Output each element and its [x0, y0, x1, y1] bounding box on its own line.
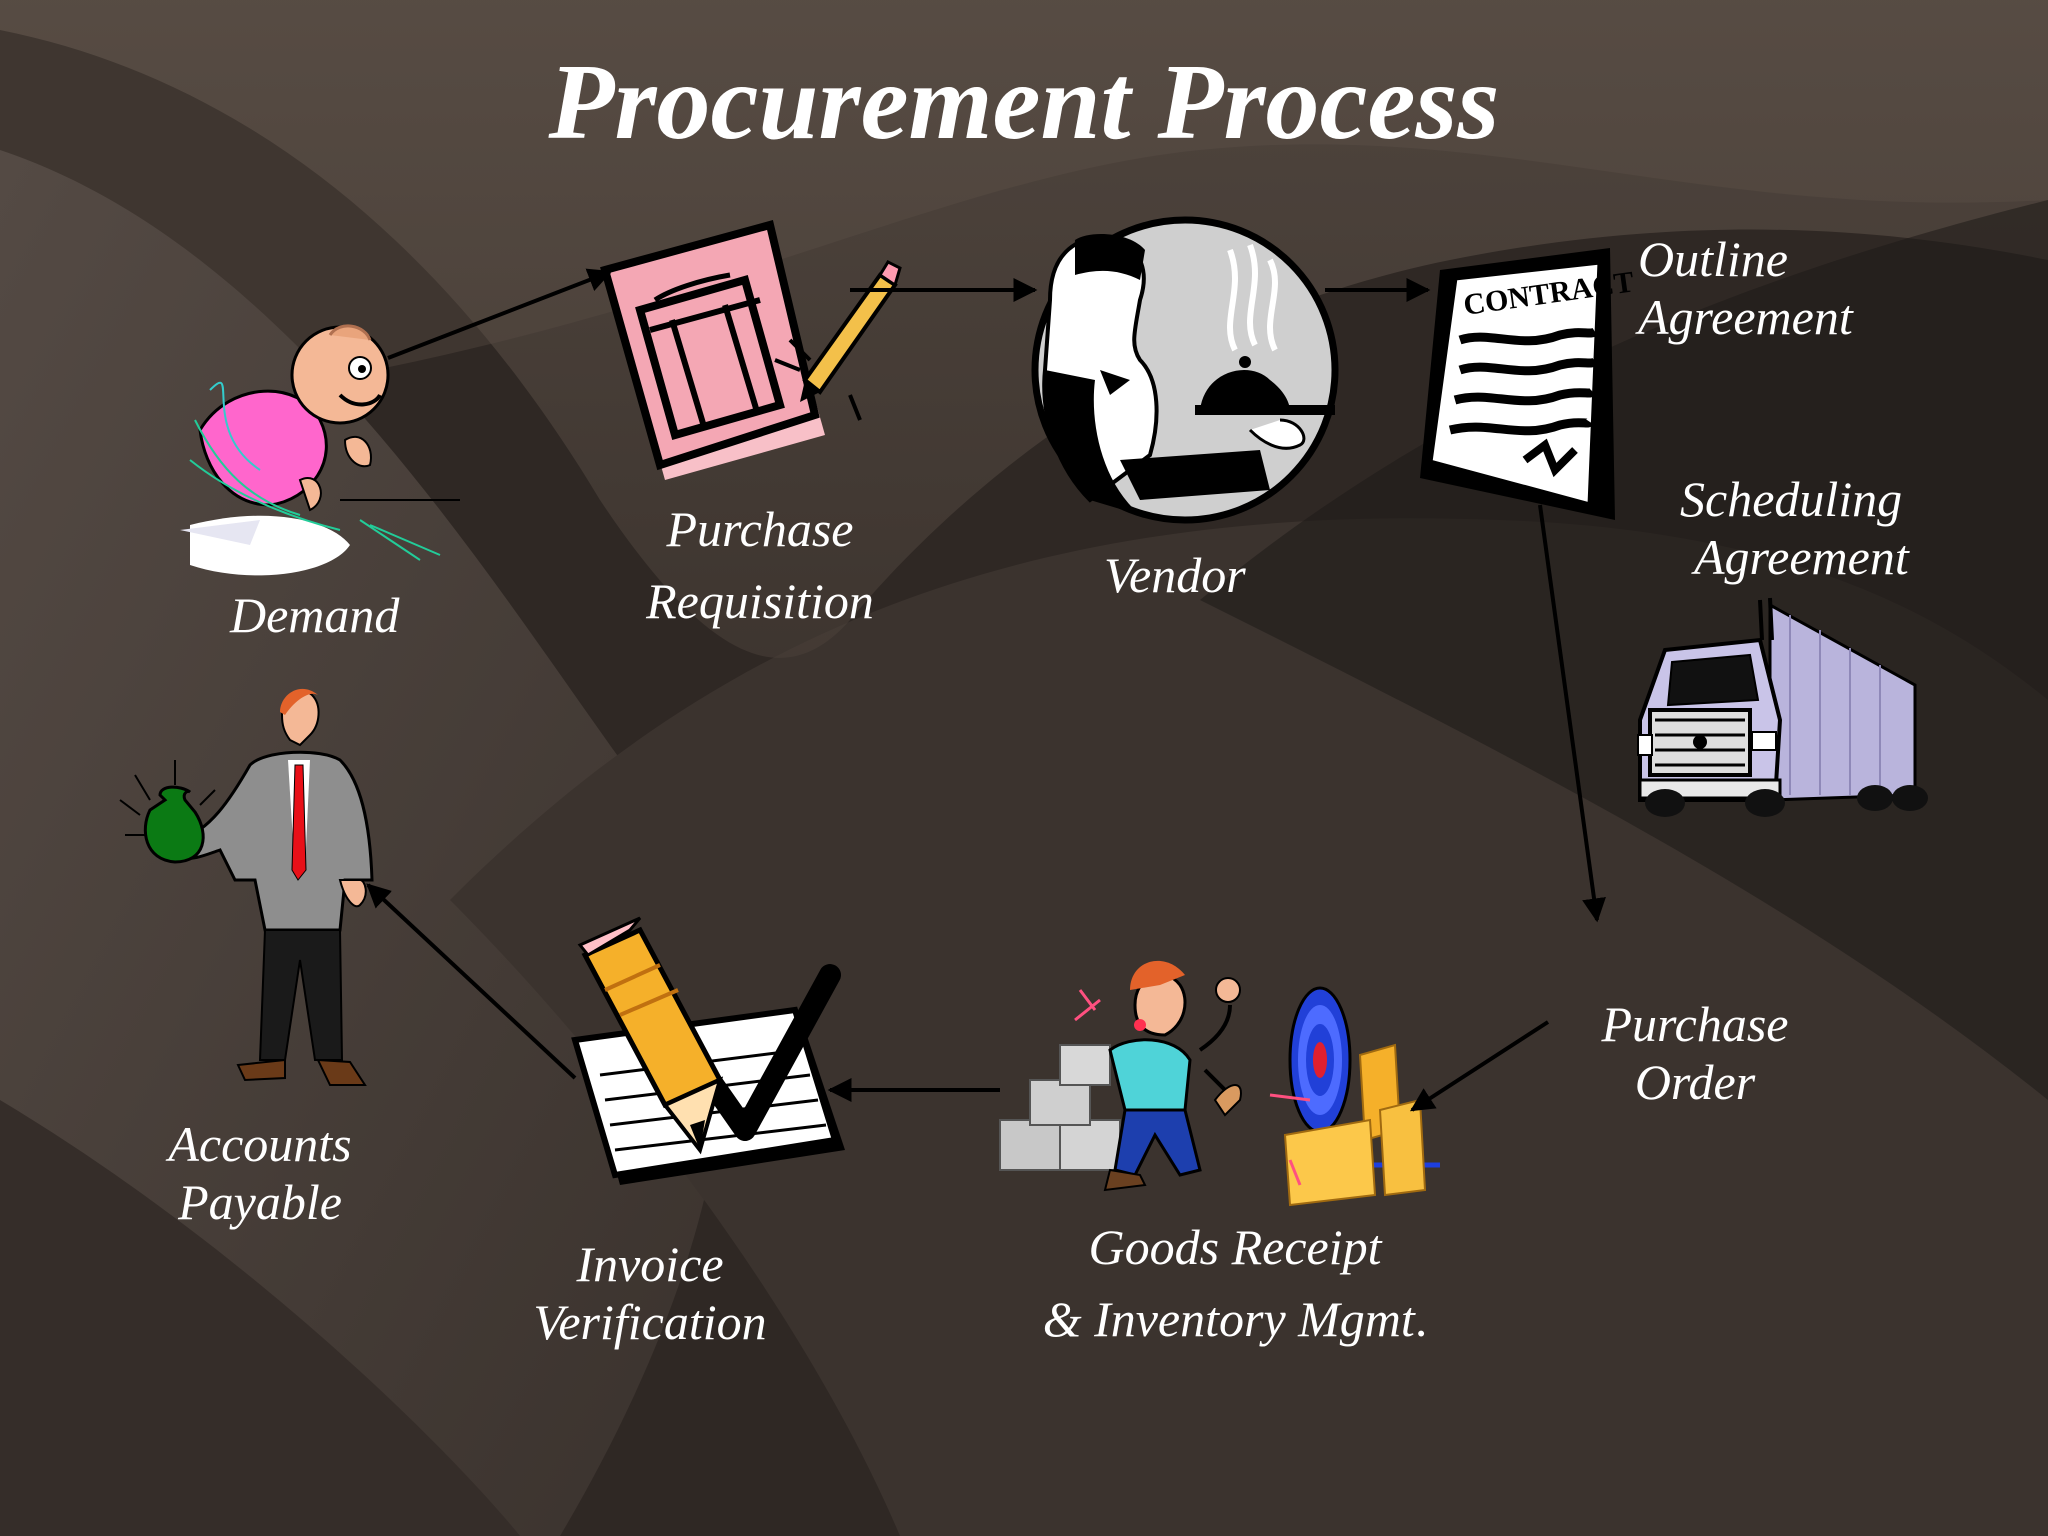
node-invoice-verification-label: Invoice Verification	[510, 1235, 790, 1351]
label-suffix: .	[1414, 1291, 1428, 1347]
node-accounts-payable-label: Accounts Payable	[140, 1115, 380, 1231]
requisition-form-icon	[600, 220, 902, 480]
checkmark-document-icon	[571, 916, 845, 1185]
node-vendor-label: Vendor	[1104, 547, 1246, 603]
label-line: Verification	[533, 1294, 767, 1350]
label-line: Scheduling	[1680, 471, 1903, 527]
contract-document-icon: CONTRACT	[1420, 248, 1636, 520]
node-demand-label: Demand	[230, 587, 400, 643]
node-purchase-order-label: Purchase Order	[1570, 995, 1820, 1111]
label-line: Agreement	[1638, 289, 1853, 345]
label-line: Agreement	[1694, 529, 1909, 585]
label-text: & Inventory Mgmt	[1042, 1291, 1415, 1347]
thinking-man-icon	[180, 324, 460, 576]
arrow-contract-to-purchase-order	[1538, 504, 1606, 923]
waiter-serving-icon	[1031, 216, 1339, 524]
label-line: Purchase	[666, 501, 854, 557]
label-line: & Inventory Mgmt.	[1010, 1290, 1460, 1348]
arrow-invoice-to-payable	[366, 883, 577, 1080]
arrow-demand-to-requisition	[387, 268, 613, 360]
node-outline-agreement-label: Outline Agreement	[1638, 230, 1853, 346]
businessman-money-bag-icon	[119, 688, 374, 1086]
label-line: Purchase	[1601, 996, 1789, 1052]
warehouse-worker-icon	[999, 960, 1440, 1207]
page-title: Procurement Process	[548, 43, 1500, 162]
label-line: Outline	[1638, 231, 1788, 287]
node-scheduling-agreement-label: Scheduling Agreement	[1680, 470, 1909, 586]
label-line: Payable	[178, 1174, 342, 1230]
arrow-order-to-goods-receipt	[1409, 1020, 1550, 1112]
node-goods-receipt-label: Goods Receipt & Inventory Mgmt.	[1010, 1218, 1460, 1348]
label-line: Goods Receipt	[1088, 1219, 1382, 1275]
node-purchase-requisition-label: Purchase Requisition	[620, 500, 900, 630]
label-line: Accounts	[168, 1116, 352, 1172]
label-line: Invoice	[576, 1236, 724, 1292]
label-line: Requisition	[646, 573, 874, 629]
label-line: Order	[1634, 1054, 1756, 1110]
delivery-truck-icon	[1637, 597, 1928, 817]
